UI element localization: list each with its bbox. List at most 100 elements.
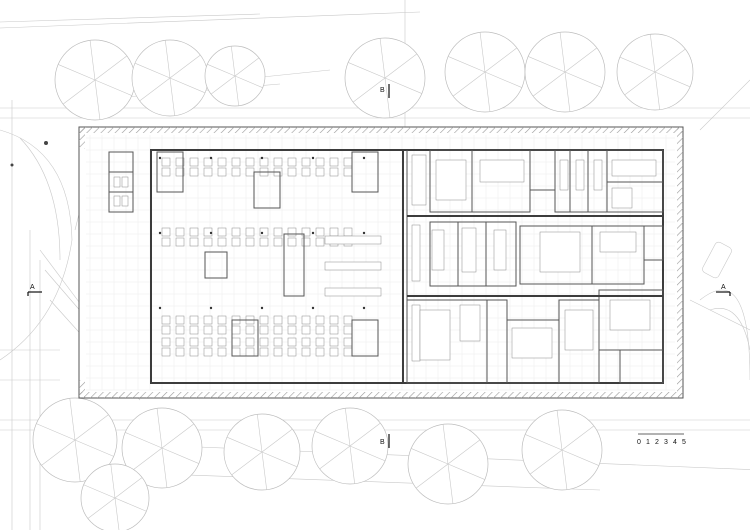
dining-table xyxy=(217,337,227,357)
tree xyxy=(204,45,266,107)
scale-bar: 0 1 2 3 4 5 xyxy=(637,433,686,446)
dining-hall xyxy=(156,151,382,357)
tree xyxy=(32,397,118,483)
dining-table xyxy=(259,337,269,357)
dining-table xyxy=(259,315,269,335)
kitchen-unit xyxy=(431,229,445,271)
site-marker-dot xyxy=(10,163,14,167)
kitchen-unit xyxy=(564,309,594,351)
dining-table xyxy=(231,157,241,177)
service-island xyxy=(351,151,379,193)
dining-table xyxy=(315,227,325,247)
tree xyxy=(80,463,150,530)
section-label-b-top: B xyxy=(380,87,385,94)
structural-column xyxy=(209,231,213,235)
structural-column xyxy=(362,306,366,310)
section-marker-a-left: A xyxy=(27,284,42,296)
kitchen-unit xyxy=(511,327,553,359)
kitchen-unit xyxy=(411,224,421,282)
dining-table xyxy=(259,227,269,247)
tree xyxy=(223,413,301,491)
kitchen-unit xyxy=(593,159,603,191)
scale-tick-5: 5 xyxy=(682,439,686,446)
service-island xyxy=(283,233,305,297)
dining-table xyxy=(329,157,339,177)
dining-table xyxy=(315,337,325,357)
structural-column xyxy=(158,231,162,235)
service-island xyxy=(204,251,228,279)
dining-table xyxy=(245,227,255,247)
structural-column xyxy=(311,231,315,235)
scale-tick-1: 1 xyxy=(646,439,650,446)
dining-table xyxy=(161,315,171,335)
kitchen-unit xyxy=(575,159,585,191)
tree-canopies xyxy=(32,31,694,530)
tree xyxy=(444,31,526,113)
tree xyxy=(121,407,203,489)
dining-table xyxy=(161,227,171,247)
bench-row xyxy=(324,235,382,245)
section-marker-b-top: B xyxy=(380,84,390,98)
kitchen-unit xyxy=(479,159,525,183)
kitchen-equipment xyxy=(411,154,657,362)
entry-kiosk xyxy=(108,151,134,213)
structural-column xyxy=(362,231,366,235)
structural-column xyxy=(311,306,315,310)
service-island xyxy=(253,171,281,209)
section-marker-b-bottom: B xyxy=(380,434,390,448)
service-island xyxy=(156,151,184,193)
structural-column xyxy=(311,156,315,160)
section-label-a-right: A xyxy=(721,284,726,291)
dining-table xyxy=(301,337,311,357)
kitchen-unit xyxy=(435,159,467,201)
dining-table xyxy=(203,315,213,335)
dining-table xyxy=(329,337,339,357)
dining-table xyxy=(231,227,241,247)
dining-table xyxy=(301,157,311,177)
dining-table xyxy=(175,157,185,177)
structural-column xyxy=(362,156,366,160)
dining-table xyxy=(329,315,339,335)
tree xyxy=(407,423,489,505)
structural-column xyxy=(209,156,213,160)
kitchen-unit xyxy=(611,159,657,177)
dining-table xyxy=(175,337,185,357)
kitchen-unit xyxy=(599,231,637,253)
section-label-b-bottom: B xyxy=(380,439,385,446)
dining-table xyxy=(203,157,213,177)
service-island xyxy=(351,319,379,357)
scale-tick-3: 3 xyxy=(664,439,668,446)
dining-table xyxy=(189,315,199,335)
dining-table xyxy=(301,227,311,247)
dining-table xyxy=(287,227,297,247)
kitchen-unit xyxy=(539,231,581,273)
tree xyxy=(54,39,136,121)
structural-column xyxy=(260,156,264,160)
kitchen-unit xyxy=(609,299,651,331)
dining-table xyxy=(189,337,199,357)
dining-table xyxy=(315,315,325,335)
dining-table xyxy=(175,227,185,247)
tree xyxy=(131,39,209,117)
tree xyxy=(524,31,606,113)
bench-row xyxy=(324,261,382,271)
kitchen-unit xyxy=(411,154,427,206)
structural-column xyxy=(260,306,264,310)
scale-tick-2: 2 xyxy=(655,439,659,446)
dining-table xyxy=(175,315,185,335)
scale-tick-4: 4 xyxy=(673,439,677,446)
kitchen-unit xyxy=(611,187,633,209)
dining-table xyxy=(273,337,283,357)
section-label-a-left: A xyxy=(30,284,35,291)
structural-column xyxy=(158,306,162,310)
structural-column xyxy=(158,156,162,160)
dining-table xyxy=(301,315,311,335)
dining-table xyxy=(203,337,213,357)
service-rooms xyxy=(406,149,664,384)
dining-table xyxy=(217,157,227,177)
dining-table xyxy=(273,227,283,247)
scale-tick-0: 0 xyxy=(637,439,641,446)
dining-table xyxy=(287,157,297,177)
